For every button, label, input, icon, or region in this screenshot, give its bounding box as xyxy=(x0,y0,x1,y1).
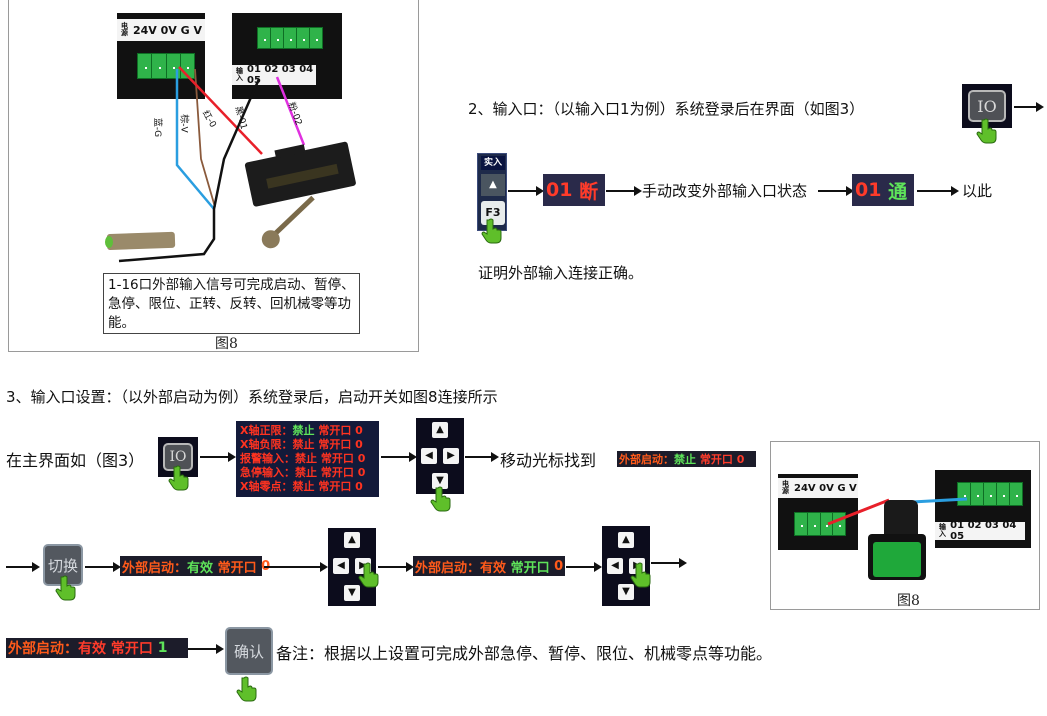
power-connector xyxy=(794,512,846,536)
up-key[interactable]: ▲ xyxy=(481,174,505,196)
section2-title: 2、输入口：（以输入口1为例）系统登录后在界面（如图3） xyxy=(468,100,865,118)
section2-conclusion: 证明外部输入连接正确。 xyxy=(478,264,644,282)
wire-pink xyxy=(275,76,306,146)
flow-arrow xyxy=(188,644,224,654)
input-terminal-label: 输入 01 02 03 04 05 xyxy=(935,520,1025,542)
dpad-keys: ▲ ◀ ▶ ▼ xyxy=(416,418,464,494)
tail-text: 以此 xyxy=(962,182,993,200)
wire-black xyxy=(118,78,261,263)
wire-blue xyxy=(911,497,968,504)
io-key-face: IO xyxy=(968,90,1006,122)
hand-pointer-icon xyxy=(976,118,997,144)
move-cursor-text: 移动光标找到 xyxy=(500,451,597,470)
hand-pointer-icon xyxy=(481,218,502,244)
panel-row[interactable]: X轴正限：禁止 常开口 0 xyxy=(240,424,363,437)
confirm-key-button[interactable]: 确认 xyxy=(225,627,273,675)
down-arrow-key[interactable]: ▼ xyxy=(432,473,448,489)
hand-pointer-icon xyxy=(55,575,76,601)
flow-arrow xyxy=(508,186,544,196)
wire-blue xyxy=(175,69,215,210)
flow-arrow xyxy=(566,562,602,572)
limit-switch xyxy=(244,141,356,249)
figure-wiring-sensors: 电源 24V 0V G V 输入 01 02 03 04 05 xyxy=(8,0,419,352)
start-switch-diagram xyxy=(827,497,968,580)
up-arrow-key[interactable]: ▲ xyxy=(432,422,448,438)
wire-brown xyxy=(194,68,216,208)
status-external-start-valid: 外部启动：有效 常开口 0 xyxy=(120,556,270,576)
flow-arrow xyxy=(6,562,40,572)
input-terminal-block: 输入 01 02 03 04 05 xyxy=(935,470,1031,548)
status-external-start-valid-nc: 外部启动：有效 常开口 0 xyxy=(413,556,565,576)
wire-label-blue: 蓝-G xyxy=(152,117,163,138)
power-terminal-label: 电源 24V 0V G V xyxy=(778,478,858,498)
input-terminal-label: 输入 01 02 03 04 05 xyxy=(232,64,316,86)
down-arrow-key[interactable]: ▼ xyxy=(618,584,634,600)
main-screen-text: 在主界面如（图3） xyxy=(6,451,145,470)
wire-red xyxy=(827,498,890,526)
right-arrow-key[interactable]: ▶ xyxy=(443,448,459,464)
remark-text: 备注：根据以上设置可完成外部急停、暂停、限位、机械零点等功能。 xyxy=(276,644,773,663)
flow-arrow xyxy=(381,452,417,462)
proximity-sensor xyxy=(106,231,176,251)
panel-row[interactable]: 报警输入：禁止 常开口 0 xyxy=(240,452,366,465)
hand-pointer-icon xyxy=(430,486,451,512)
down-arrow-key[interactable]: ▼ xyxy=(344,585,360,601)
input-connector xyxy=(957,482,1023,506)
figure-caption: 图8 xyxy=(897,593,920,609)
io-settings-panel: X轴正限：禁止 常开口 0 X轴负限：禁止 常开口 0 报警输入：禁止 常开口 … xyxy=(236,421,379,497)
flow-arrow xyxy=(1014,102,1044,112)
wires-diagram xyxy=(105,66,356,263)
figure-start-switch-wiring: 电源 24V 0V G V 输入 01 02 03 04 05 图8 xyxy=(770,441,1040,610)
left-arrow-key[interactable]: ◀ xyxy=(333,558,349,574)
power-terminal-block: 电源 24V 0V G V xyxy=(117,13,205,99)
side-key-panel: 实入 ▲ F3 xyxy=(477,153,507,231)
manual-change-text: 手动改变外部输入口状态 xyxy=(642,182,808,200)
input-connector xyxy=(257,27,323,49)
panel-row[interactable]: X轴负限：禁止 常开口 0 xyxy=(240,438,363,451)
flow-arrow xyxy=(651,558,687,568)
function-note-box: 1-16口外部输入信号可完成启动、暂停、急停、限位、正转、反转、回机械零等功能。 xyxy=(103,273,360,334)
switch-body xyxy=(884,500,918,540)
flow-arrow xyxy=(465,452,499,462)
panel-row[interactable]: 急停输入：禁止 常开口 0 xyxy=(240,466,366,479)
switch-lamp xyxy=(873,542,921,577)
status-port-off: 01 断 xyxy=(543,174,605,206)
left-arrow-key[interactable]: ◀ xyxy=(607,558,623,574)
status-external-start-final: 外部启动：有效 常开口 1 xyxy=(6,638,188,658)
status-port-on: 01 通 xyxy=(852,174,914,206)
hand-pointer-icon xyxy=(236,676,257,702)
figure-caption: 图8 xyxy=(215,336,238,352)
hand-pointer-icon xyxy=(358,562,379,588)
flow-arrow xyxy=(378,562,414,572)
up-arrow-key[interactable]: ▲ xyxy=(618,532,634,548)
hand-pointer-icon xyxy=(168,465,189,491)
power-terminal-label: 电源 24V 0V G V xyxy=(117,19,205,41)
wire-red xyxy=(178,66,263,155)
status-external-start-found: 外部启动：禁止 常开口 0 xyxy=(617,451,756,467)
input-terminal-block: 输入 01 02 03 04 05 xyxy=(232,13,342,99)
left-arrow-key[interactable]: ◀ xyxy=(421,448,437,464)
wire-label-brown: 棕-V xyxy=(178,114,189,133)
flow-arrow xyxy=(917,186,959,196)
flow-arrow xyxy=(606,186,642,196)
flow-arrow xyxy=(818,186,854,196)
power-terminal-block: 电源 24V 0V G V xyxy=(778,474,858,550)
up-arrow-key[interactable]: ▲ xyxy=(344,532,360,548)
real-input-key[interactable]: 实入 xyxy=(481,156,505,170)
flow-arrow xyxy=(264,562,328,572)
section3-title: 3、输入口设置：（以外部启动为例）系统登录后，启动开关如图8连接所示 xyxy=(6,388,498,406)
flow-arrow xyxy=(200,452,236,462)
panel-row[interactable]: X轴零点：禁止 常开口 0 xyxy=(240,480,363,493)
flow-arrow xyxy=(85,562,121,572)
hand-pointer-icon xyxy=(630,562,651,588)
